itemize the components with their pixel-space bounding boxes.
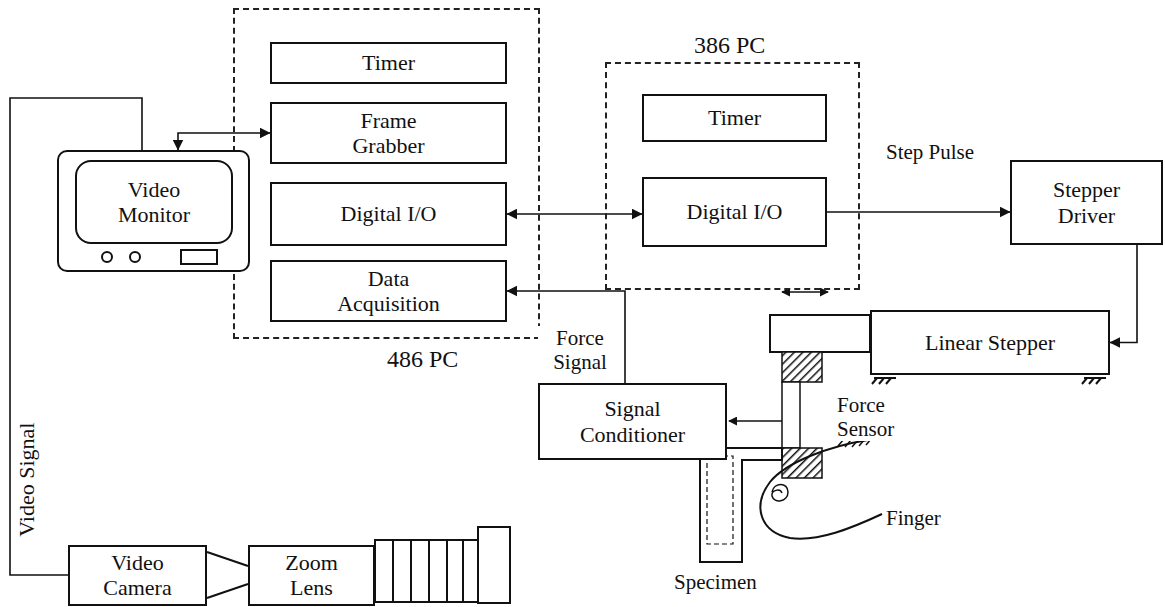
motion-arrow	[782, 292, 828, 293]
ground-symbol	[879, 378, 884, 384]
motion-arrow	[782, 291, 828, 293]
node-label: Stepper Driver	[1042, 177, 1132, 228]
ground-symbol	[886, 378, 891, 384]
force-sensor	[782, 352, 822, 382]
stepper-carriage	[770, 315, 870, 352]
node-label: Timer	[708, 105, 761, 130]
zoom-lens-box: Zoom Lens	[248, 545, 375, 606]
lens-barrel	[446, 540, 448, 602]
node-label: Timer	[362, 50, 415, 75]
ground-symbol	[1089, 378, 1094, 384]
digital-io-box: Digital I/O	[642, 177, 827, 247]
connector	[1110, 245, 1137, 343]
monitor-screen: Video Monitor	[75, 160, 233, 244]
sensor-signal-wire	[729, 420, 782, 422]
ground-symbol	[1082, 378, 1087, 384]
stepper-carriage	[770, 315, 870, 352]
lens-barrel	[410, 540, 412, 602]
part-name: Force Sensor	[835, 393, 939, 441]
specimen	[700, 448, 782, 562]
finger	[772, 485, 788, 501]
group-title: 386 PC	[694, 32, 765, 60]
connector	[827, 211, 1010, 213]
sensor-signal-wire	[729, 421, 782, 422]
frame-grabber-box: Frame Grabber	[270, 102, 507, 164]
finger	[760, 432, 882, 539]
node-label: Digital I/O	[687, 199, 783, 224]
force-sensor	[782, 382, 800, 448]
signal-name: Video Signal	[14, 421, 39, 539]
connector	[507, 213, 642, 215]
timer-box: Timer	[270, 42, 507, 84]
lens-barrel	[392, 540, 394, 602]
specimen	[700, 448, 782, 562]
linear-stepper-box: Linear Stepper	[870, 310, 1110, 375]
node-label: Video Camera	[93, 550, 183, 601]
node-label: Signal Conditioner	[568, 396, 698, 447]
lens-barrel	[462, 540, 464, 602]
lens-barrel	[207, 552, 248, 566]
node-label: Digital I/O	[341, 201, 437, 226]
video-monitor: Video Monitor	[57, 150, 250, 272]
node-label: Frame Grabber	[324, 108, 454, 159]
computer-group: 386 PCTimerDigital I/O	[605, 62, 860, 290]
group-title: 486 PC	[387, 346, 458, 374]
ground-symbol	[872, 378, 1106, 384]
lens-barrel	[375, 540, 478, 602]
node-label: Data Acquisition	[319, 266, 459, 317]
video-camera-box: Video Camera	[68, 545, 207, 606]
lens-barrel	[207, 584, 248, 598]
monitor-knobs	[59, 246, 248, 270]
node-label: Linear Stepper	[925, 330, 1055, 355]
specimen	[707, 456, 733, 544]
finger	[760, 440, 882, 539]
digital-io-box: Digital I/O	[270, 182, 507, 246]
ground-symbol	[1096, 378, 1101, 384]
computer-group: 486 PCTimerFrame GrabberDigital I/OData …	[233, 8, 540, 339]
signal-name: Step Pulse	[868, 140, 992, 164]
signal-name: Force Signal	[538, 326, 622, 374]
ground-symbol	[872, 378, 877, 384]
data-acquisition-box: Data Acquisition	[270, 260, 507, 322]
lens-barrel	[478, 527, 510, 603]
force-sensor	[782, 448, 822, 478]
stepper-driver-box: Stepper Driver	[1010, 160, 1163, 245]
node-label: Zoom Lens	[272, 550, 352, 601]
lens-barrel	[428, 540, 430, 602]
part-name: Finger	[884, 506, 943, 530]
connector	[507, 291, 625, 383]
node-label: Video Monitor	[99, 177, 209, 228]
signal-conditioner-box: Signal Conditioner	[538, 383, 727, 460]
connector	[178, 133, 270, 150]
part-name: Specimen	[672, 570, 759, 594]
timer-box: Timer	[642, 94, 827, 142]
